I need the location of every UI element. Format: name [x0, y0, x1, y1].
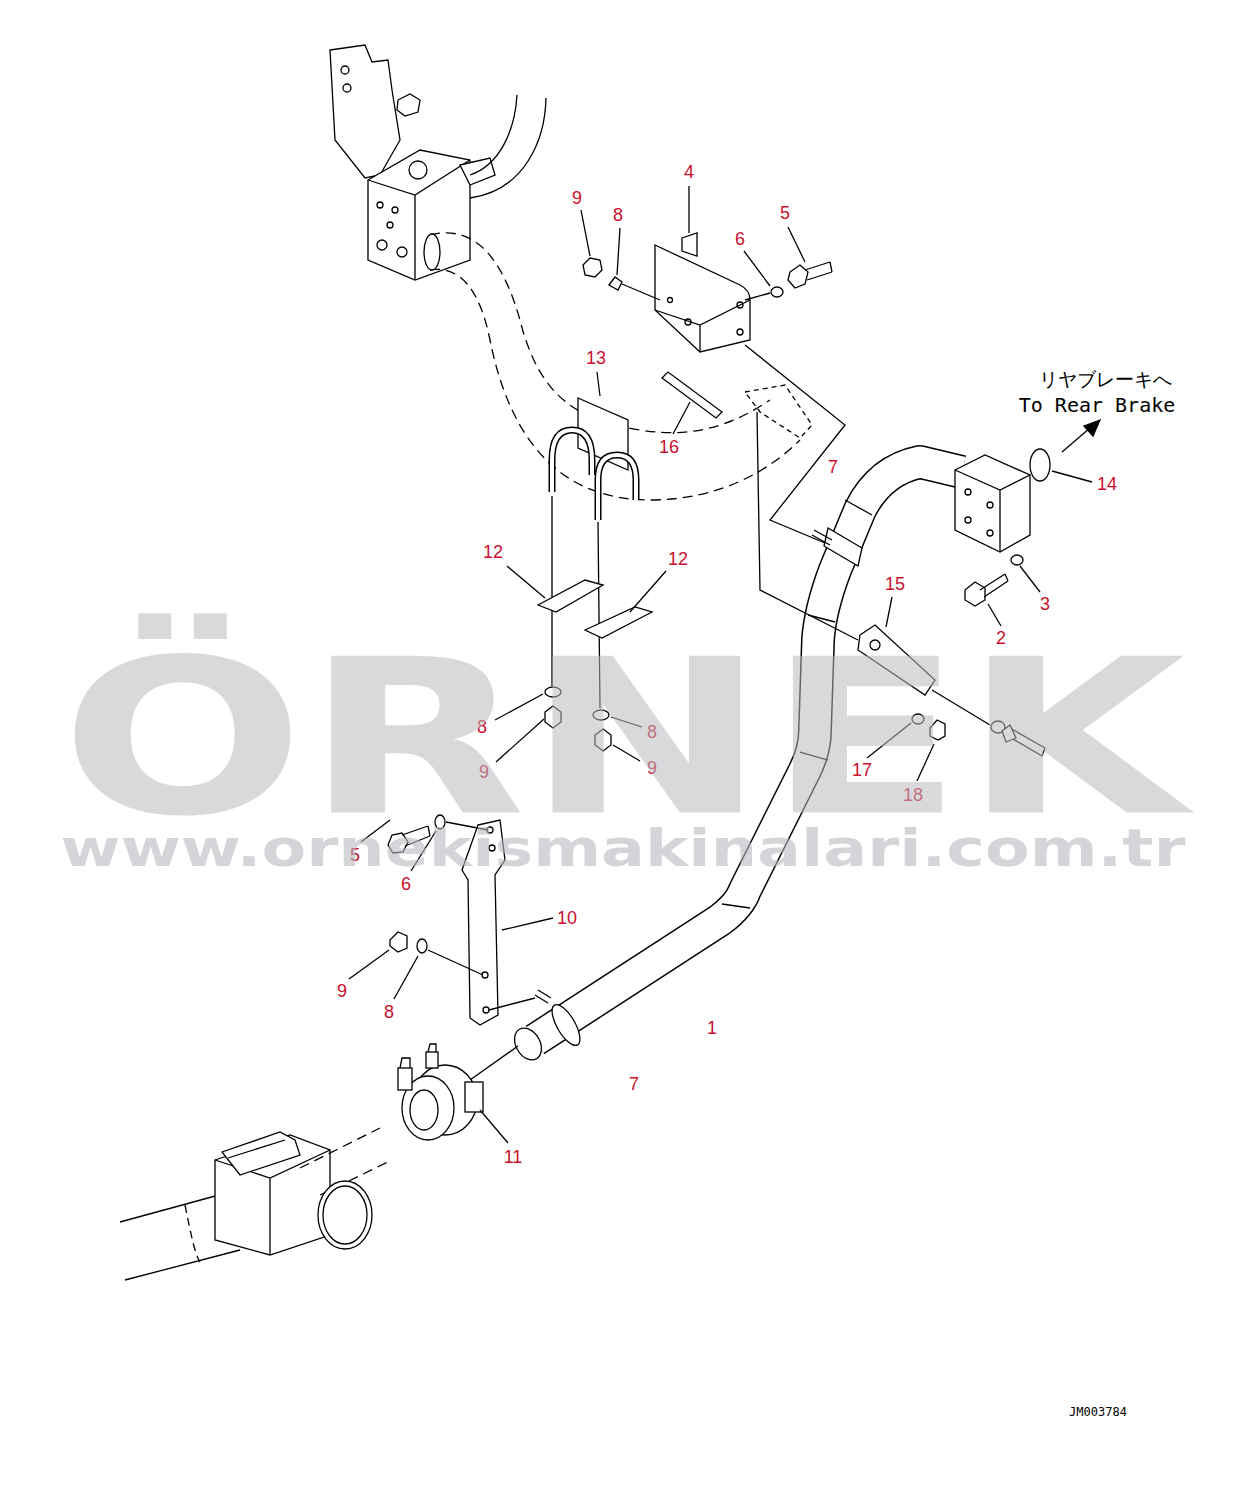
callout-number: 10: [557, 909, 577, 927]
callout-number: 6: [735, 230, 745, 248]
watermark-url: www.ornekismakinalari.com.tr: [61, 822, 1186, 874]
callout-number: 9: [337, 982, 347, 1000]
watermark: ÖRNEK: [61, 631, 1186, 846]
direction-note: リヤブレーキへ: [1039, 370, 1172, 389]
callout-number: 8: [384, 1003, 394, 1021]
callout-number: 1: [707, 1019, 717, 1037]
callout-number: 11: [504, 1148, 523, 1166]
callout-number: 15: [885, 575, 905, 593]
callout-number: 13: [586, 349, 606, 367]
callout-number: 9: [572, 189, 582, 207]
callout-number: 8: [613, 206, 623, 224]
callout-number: 7: [629, 1075, 639, 1093]
callout-number: 12: [483, 543, 503, 561]
callout-number: 16: [659, 438, 679, 456]
callout-number: 4: [684, 163, 694, 181]
callout-number: 7: [828, 458, 838, 476]
drawing-number: JM003784: [1069, 1406, 1127, 1418]
direction-note: To Rear Brake: [1019, 395, 1176, 415]
callout-number: 3: [1040, 595, 1050, 613]
callout-number: 14: [1097, 475, 1117, 493]
callout-number: 12: [668, 550, 688, 568]
callout-number: 6: [401, 875, 411, 893]
callout-number: 5: [780, 204, 790, 222]
